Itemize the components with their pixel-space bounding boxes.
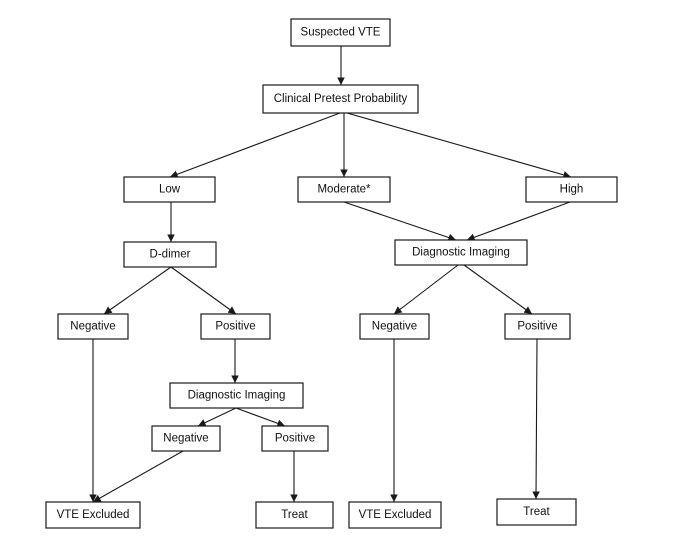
vte-excluded-right-node: VTE Excluded [348, 501, 442, 529]
imaging-negative-left-label: Negative [163, 433, 208, 445]
d-dimer-positive-label: Positive [215, 321, 255, 333]
moderate-probability-node: Moderate* [297, 176, 391, 203]
suspected-vte-label: Suspected VTE [301, 27, 381, 39]
imaging-positive-right-label: Positive [517, 321, 557, 333]
vte-excluded-left-node: VTE Excluded [45, 501, 141, 529]
arrow-imaging-right-to-neg-right [393, 264, 459, 315]
imaging-negative-left-node: Negative [151, 425, 221, 452]
d-dimer-node: D-dimer [123, 241, 217, 268]
d-dimer-negative-label: Negative [70, 321, 115, 333]
imaging-negative-right-label: Negative [372, 321, 417, 333]
arrow-imaging-right-to-pos-right [463, 264, 533, 315]
imaging-negative-right-node: Negative [359, 313, 430, 340]
d-dimer-label: D-dimer [150, 249, 191, 261]
arrow-pretest-to-low [169, 112, 341, 178]
low-probability-node: Low [123, 176, 216, 203]
arrow-moderate-to-imaging-right [343, 201, 457, 242]
treat-left-label: Treat [281, 509, 308, 521]
pretest-probability-label: Clinical Pretest Probability [274, 93, 408, 105]
d-dimer-negative-node: Negative [57, 313, 129, 340]
diagnostic-imaging-left-label: Diagnostic Imaging [188, 390, 286, 402]
connector-arrows [89, 46, 572, 503]
arrow-ddimer-to-pos-left [170, 266, 237, 315]
arrow-imaging-left-to-neg-inner [197, 407, 237, 427]
arrow-neg-inner-to-excluded-left [92, 450, 184, 503]
suspected-vte-node: Suspected VTE [290, 18, 391, 47]
treat-right-label: Treat [523, 506, 550, 518]
vte-excluded-right-label: VTE Excluded [359, 509, 432, 521]
arrow-pos-right-to-treat-right [532, 338, 540, 500]
arrow-high-to-imaging-right [466, 201, 571, 241]
low-probability-label: Low [159, 184, 181, 196]
diagnostic-imaging-right-label: Diagnostic Imaging [412, 247, 510, 259]
imaging-positive-right-node: Positive [504, 313, 571, 340]
d-dimer-positive-node: Positive [200, 313, 271, 340]
vte-excluded-left-label: VTE Excluded [57, 509, 130, 521]
treat-right-node: Treat [496, 498, 577, 526]
high-probability-node: High [525, 176, 618, 203]
treat-left-node: Treat [255, 501, 334, 529]
moderate-probability-label: Moderate* [317, 184, 371, 196]
arrow-ddimer-to-neg-left [103, 266, 172, 315]
pretest-probability-node: Clinical Pretest Probability [262, 84, 419, 114]
imaging-positive-left-label: Positive [275, 433, 315, 445]
arrow-imaging-left-to-pos-inner [235, 407, 286, 427]
diagnostic-imaging-right-node: Diagnostic Imaging [394, 239, 528, 266]
high-probability-label: High [560, 184, 584, 196]
imaging-positive-left-node: Positive [261, 425, 329, 452]
diagnostic-imaging-left-node: Diagnostic Imaging [169, 382, 304, 409]
arrow-pretest-to-high [346, 112, 572, 179]
